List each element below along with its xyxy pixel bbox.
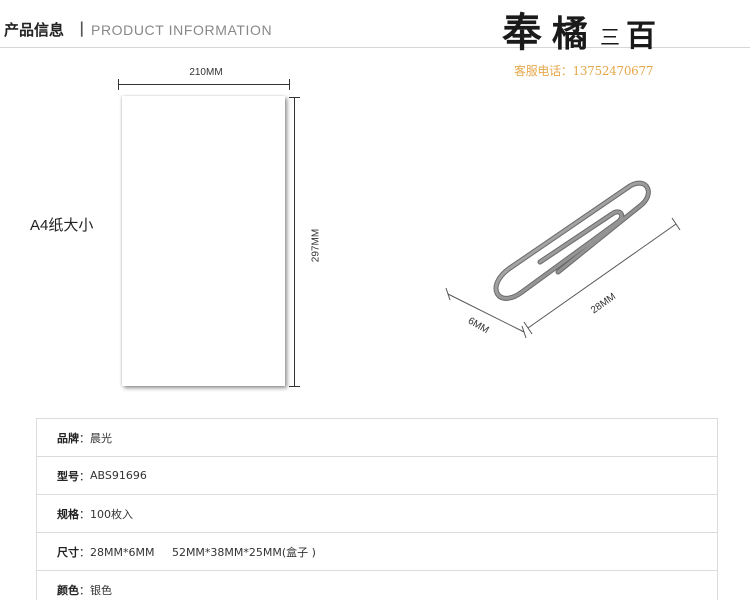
brand-logo-char-4: 百: [626, 19, 656, 54]
contact-phone: 客服电话：13752470677: [514, 64, 654, 78]
header-divider: [0, 47, 750, 48]
title-separator: |: [79, 19, 85, 37]
brand-logo-char-3: 三: [600, 25, 620, 49]
spec-row-color: 颜色：银色: [37, 571, 717, 600]
clip-length-label: 28MM: [589, 291, 618, 316]
paper-clip-illustration: 6MM 28MM: [445, 180, 681, 339]
spec-value: 银色: [90, 583, 112, 597]
spec-row-spec: 规格：100枚入: [37, 495, 717, 533]
section-title-cn: 产品信息: [4, 21, 65, 39]
spec-key: 品牌: [57, 431, 79, 445]
brand-logo-char-2: 橘: [552, 13, 588, 55]
section-title-en: PRODUCT INFORMATION: [91, 22, 273, 38]
a4-size-label: A4纸大小: [30, 217, 94, 234]
spec-key: 尺寸: [57, 545, 79, 559]
a4-width-dimension-line: [118, 84, 290, 85]
a4-height-dimension-line: [294, 98, 295, 386]
spec-value: ABS91696: [90, 469, 147, 482]
a4-height-dimension-cap-bottom: [289, 386, 300, 387]
spec-key: 颜色: [57, 583, 79, 597]
clip-width-label: 6MM: [466, 316, 491, 337]
clip-width-dimension: [445, 287, 527, 339]
a4-width-dimension-cap-left: [118, 79, 119, 90]
a4-paper-illustration: [122, 96, 285, 386]
section-header: 产品信息 | PRODUCT INFORMATION: [0, 0, 750, 50]
spec-value: 晨光: [90, 431, 112, 445]
spec-key: 规格: [57, 507, 79, 521]
spec-value: 100枚入: [90, 507, 133, 521]
spec-value: 28MM*6MM 52MM*38MM*25MM(盒子 ): [90, 545, 316, 559]
brand-logo-char-1: 奉: [502, 9, 543, 56]
paper-clip-wire: [493, 180, 651, 301]
spec-row-model: 型号：ABS91696: [37, 457, 717, 495]
a4-width-dimension-cap-right: [289, 79, 290, 90]
spec-key: 型号: [57, 469, 79, 483]
spec-row-brand: 品牌：晨光: [37, 419, 717, 457]
clip-length-dimension: [523, 217, 681, 335]
a4-height-dimension-cap-top: [289, 97, 300, 98]
spec-table: 品牌：晨光 型号：ABS91696 规格：100枚入 尺寸：28MM*6MM 5…: [36, 418, 718, 600]
spec-row-size: 尺寸：28MM*6MM 52MM*38MM*25MM(盒子 ): [37, 533, 717, 571]
a4-width-label: 210MM: [189, 67, 223, 78]
a4-height-label: 297MM: [310, 228, 322, 263]
brand-logo: 奉 橘 三 百: [502, 9, 656, 56]
